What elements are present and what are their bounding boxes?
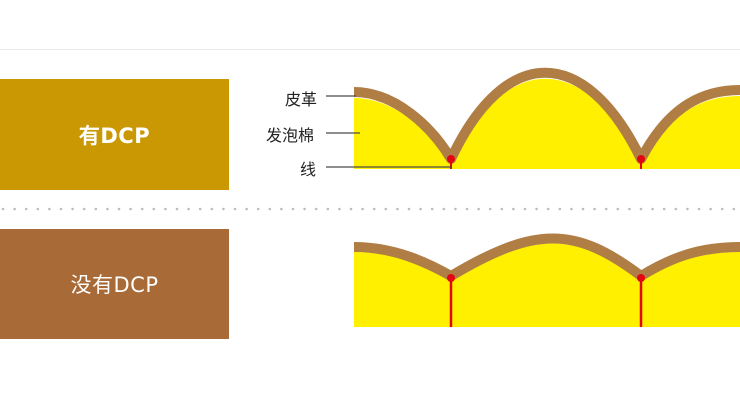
separator-dot bbox=[117, 207, 121, 211]
separator-dot bbox=[280, 207, 283, 211]
with-dcp-label: 有DCP bbox=[78, 123, 151, 148]
separator-dot bbox=[535, 207, 538, 211]
leader-lines bbox=[326, 95, 451, 168]
separator-dot bbox=[407, 207, 411, 211]
with-dcp-stitch-dot-left bbox=[447, 155, 455, 163]
separator-dot bbox=[129, 207, 132, 211]
line-label: 线 bbox=[300, 160, 317, 179]
separator-dot bbox=[512, 207, 515, 211]
with-dcp-label-box: 有DCP bbox=[0, 79, 229, 190]
with-dcp-stitch-dot-right bbox=[637, 155, 645, 163]
without-dcp-label: 没有DCP bbox=[70, 273, 159, 297]
separator-dot bbox=[1, 207, 5, 211]
separator-dot bbox=[152, 207, 156, 211]
separator-dot bbox=[593, 207, 596, 211]
separator-dot bbox=[651, 207, 654, 211]
without-dcp-stitch-dot-left bbox=[447, 274, 455, 282]
separator-dot bbox=[465, 207, 469, 211]
separator-dot bbox=[361, 207, 364, 211]
separator-dot bbox=[326, 207, 330, 211]
separator-dot bbox=[164, 207, 167, 211]
separator-dot bbox=[720, 207, 724, 211]
with-dcp-foam bbox=[354, 78, 740, 169]
separator-dot bbox=[454, 207, 457, 211]
separator-dot bbox=[245, 207, 248, 211]
separator-dot bbox=[639, 207, 643, 211]
separator-dot bbox=[523, 207, 527, 211]
separator-dot bbox=[338, 207, 341, 211]
separator-dot bbox=[697, 207, 701, 211]
leather-label: 皮革 bbox=[285, 90, 318, 109]
separator-dot bbox=[140, 207, 144, 211]
separator-dot bbox=[71, 207, 74, 211]
separator-dot bbox=[419, 207, 422, 211]
separator-dot bbox=[488, 207, 492, 211]
without-dcp-stitch-dot-right bbox=[637, 274, 645, 282]
separator-dot bbox=[210, 207, 214, 211]
separator-dot bbox=[686, 207, 689, 211]
separator-dot bbox=[175, 207, 179, 211]
separator-dot bbox=[24, 207, 28, 211]
separator-dot bbox=[82, 207, 86, 211]
separator-dot bbox=[268, 207, 272, 211]
separator-dot bbox=[106, 207, 109, 211]
separator-dot bbox=[709, 207, 712, 211]
separator-dot bbox=[732, 207, 736, 211]
separator-dot bbox=[546, 207, 550, 211]
with-dcp-cross-section bbox=[353, 67, 740, 169]
separator-dot bbox=[604, 207, 608, 211]
separator-dot bbox=[558, 207, 562, 211]
separator-dot bbox=[396, 207, 399, 211]
separator-dot bbox=[36, 207, 40, 211]
separator-dot bbox=[303, 207, 306, 211]
separator-dot bbox=[233, 207, 237, 211]
separator-dot bbox=[442, 207, 446, 211]
without-dcp-label-box: 没有DCP bbox=[0, 229, 229, 339]
separator-dot bbox=[13, 207, 16, 211]
separator-dot bbox=[59, 207, 63, 211]
separator-dot bbox=[222, 207, 225, 211]
separator-dot bbox=[256, 207, 260, 211]
top-divider bbox=[0, 49, 740, 50]
separator-dot bbox=[314, 207, 318, 211]
dotted-separator bbox=[1, 207, 736, 211]
separator-dot bbox=[187, 207, 190, 211]
separator-dot bbox=[48, 207, 51, 211]
separator-dot bbox=[384, 207, 388, 211]
foam-label: 发泡棉 bbox=[266, 126, 315, 145]
separator-dot bbox=[198, 207, 202, 211]
separator-dot bbox=[291, 207, 295, 211]
without-dcp-leather bbox=[353, 233, 740, 281]
separator-dot bbox=[349, 207, 353, 211]
separator-dot bbox=[477, 207, 480, 211]
separator-dot bbox=[581, 207, 585, 211]
separator-dot bbox=[628, 207, 631, 211]
separator-dot bbox=[570, 207, 573, 211]
separator-dot bbox=[616, 207, 620, 211]
separator-dot bbox=[674, 207, 678, 211]
without-dcp-cross-section bbox=[353, 233, 740, 327]
separator-dot bbox=[430, 207, 434, 211]
separator-dot bbox=[372, 207, 376, 211]
with-dcp-leather bbox=[353, 67, 740, 164]
separator-dot bbox=[94, 207, 98, 211]
separator-dot bbox=[500, 207, 504, 211]
separator-dot bbox=[662, 207, 666, 211]
